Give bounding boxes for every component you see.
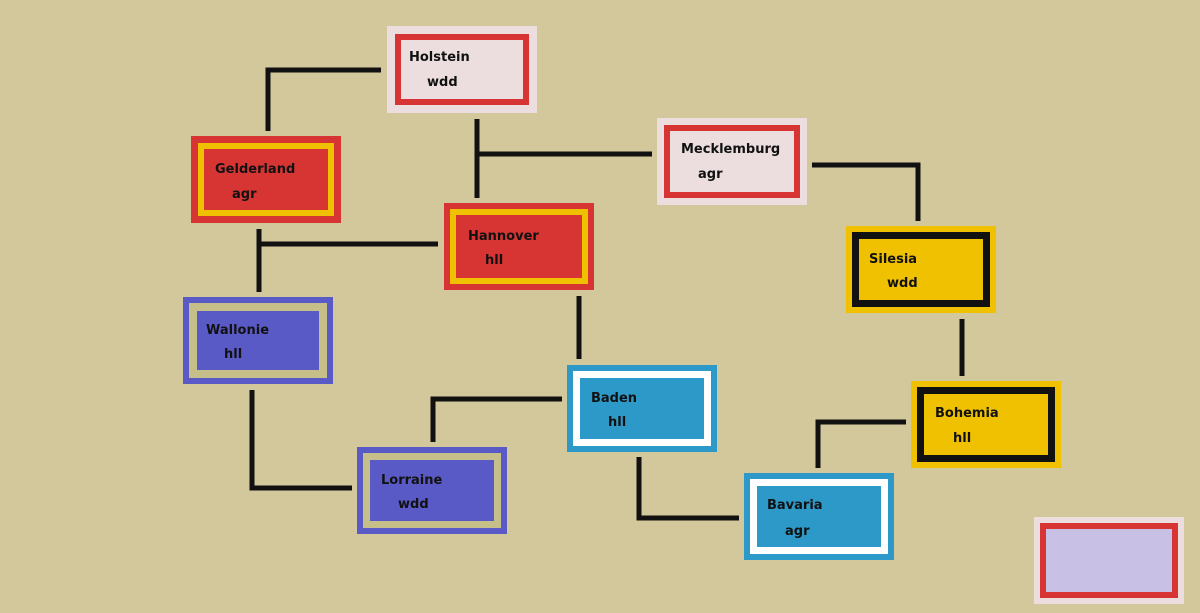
region-name: Lorraine	[381, 473, 443, 488]
region-type: agr	[785, 524, 810, 539]
region-name: Hannover	[468, 229, 539, 244]
region-inner-gelderland	[198, 143, 334, 216]
region-type: wdd	[887, 276, 918, 291]
region-inner-bohemia	[917, 387, 1055, 462]
region-mecklemburg[interactable]: Mecklemburg agr	[657, 118, 807, 205]
region-baden[interactable]: Baden hll	[567, 365, 717, 452]
region-bavaria[interactable]: Bavaria agr	[744, 473, 894, 560]
region-lorraine[interactable]: Lorraine wdd	[357, 447, 507, 534]
region-holstein[interactable]: Holstein wdd	[387, 26, 537, 113]
region-inner-mecklemburg	[664, 125, 800, 198]
region-hannover[interactable]: Hannover hll	[444, 203, 594, 290]
region-type: agr	[698, 167, 723, 182]
region-inner-baden	[573, 371, 711, 446]
link-baden-lorraine	[430, 396, 562, 442]
region-inner-holstein	[395, 34, 529, 105]
region-inner-lorraine	[363, 453, 501, 528]
region-wallonie[interactable]: Wallonie hll	[183, 297, 333, 384]
region-name: Silesia	[869, 252, 918, 267]
region-name: Holstein	[409, 50, 470, 65]
region-name: Wallonie	[206, 323, 270, 338]
region-type: hll	[485, 253, 504, 268]
link-wallonie-lorraine	[249, 390, 352, 491]
region-name: Gelderland	[215, 162, 296, 177]
link-mecklemburg-silesia	[812, 162, 921, 221]
region-type: hll	[608, 415, 627, 430]
region-inner-wallonie	[189, 303, 327, 378]
region-name: Mecklemburg	[681, 142, 781, 157]
region-name: Bohemia	[935, 406, 999, 421]
region-bohemia[interactable]: Bohemia hll	[911, 381, 1061, 468]
link-bohemia-bavaria	[815, 419, 906, 468]
region-gelderland[interactable]: Gelderland agr	[191, 136, 341, 223]
link-holstein-gelderland	[265, 67, 381, 131]
region-legend[interactable]	[1034, 517, 1184, 604]
region-inner-bavaria	[750, 479, 888, 554]
region-type: hll	[953, 431, 972, 446]
region-inner-legend	[1040, 523, 1178, 598]
region-type: wdd	[427, 75, 458, 90]
region-name: Bavaria	[767, 498, 823, 513]
region-inner-hannover	[450, 209, 588, 284]
region-silesia[interactable]: Silesia wdd	[846, 226, 996, 313]
region-type: agr	[232, 187, 257, 202]
region-name: Baden	[591, 391, 638, 406]
region-type: wdd	[398, 497, 429, 512]
region-inner-silesia	[852, 232, 990, 307]
link-baden-bavaria	[636, 457, 739, 521]
region-type: hll	[224, 347, 243, 362]
